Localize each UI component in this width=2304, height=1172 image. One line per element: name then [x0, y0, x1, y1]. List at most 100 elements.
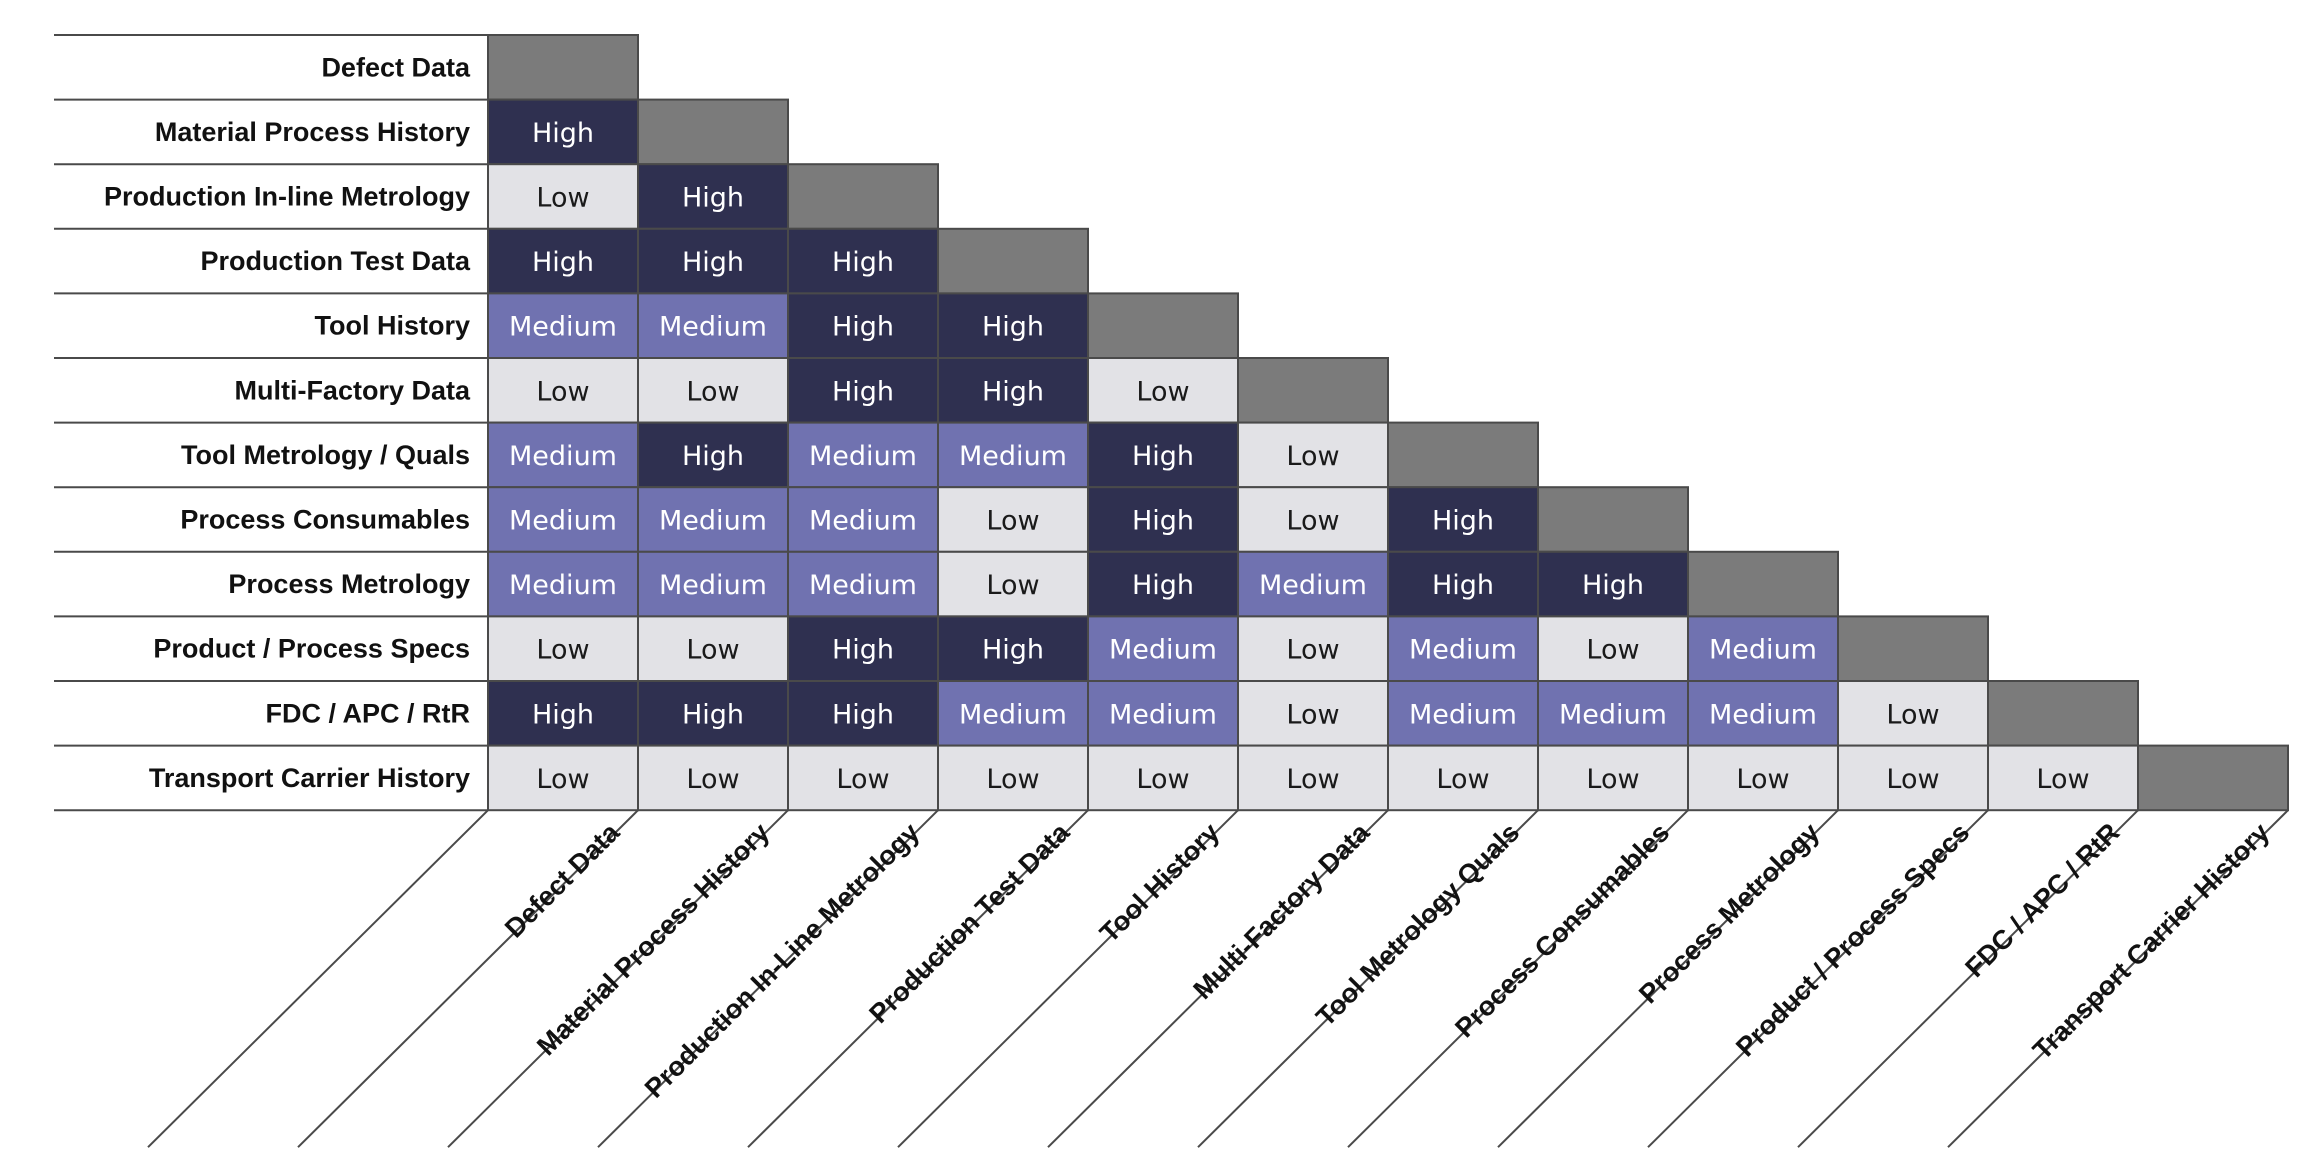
- cell-value-high: High: [682, 441, 744, 472]
- matrix-cell: [1237, 486, 1389, 553]
- cell-value-low: Low: [686, 764, 739, 795]
- matrix-cell: [787, 550, 939, 618]
- column-divider: [897, 809, 1239, 1148]
- cell-value-medium: Medium: [959, 699, 1067, 730]
- row-separator-lines: [54, 34, 489, 812]
- column-label-tool-history: Tool History: [1094, 817, 1225, 948]
- matrix-cell: [1987, 744, 2139, 812]
- matrix-cell: [487, 744, 639, 812]
- column-divider: [147, 809, 489, 1148]
- cell-value-low: Low: [986, 570, 1039, 601]
- cell-value-low: Low: [1136, 376, 1189, 407]
- column-divider: [1347, 809, 1689, 1148]
- cell-value-low: Low: [1286, 506, 1339, 537]
- row-label-defect-data: Defect Data: [321, 52, 471, 82]
- column-label-production-in-line-metrology: Production In-Line Metrology: [639, 817, 925, 1103]
- cell-value-high: High: [532, 247, 594, 278]
- matrix-cell: [1237, 744, 1389, 812]
- cell-value-low: Low: [1286, 699, 1339, 730]
- cell-value-high: High: [682, 699, 744, 730]
- diagonal-cell: [1687, 550, 1839, 618]
- matrix-cell: [787, 227, 939, 295]
- row-label-tool-metrology-quals: Tool Metrology / Quals: [181, 440, 470, 470]
- cell-value-low: Low: [2036, 764, 2089, 795]
- matrix-cell: [937, 421, 1089, 489]
- matrix-cell: [487, 615, 639, 683]
- cell-value-medium: Medium: [809, 441, 917, 472]
- cell-value-high: High: [982, 376, 1044, 407]
- column-divider: [747, 809, 1089, 1148]
- column-divider: [597, 809, 939, 1148]
- diagonal-cell: [1387, 421, 1539, 489]
- cell-value-medium: Medium: [809, 570, 917, 601]
- matrix-cell: [787, 680, 939, 747]
- matrix-cell: [937, 357, 1089, 424]
- cell-value-low: Low: [1886, 764, 1939, 795]
- cell-value-high: High: [1582, 570, 1644, 601]
- matrix-cell: [1087, 680, 1239, 747]
- cell-value-high: High: [832, 376, 894, 407]
- diagonal-cell: [1837, 615, 1989, 683]
- cell-value-high: High: [1132, 506, 1194, 537]
- cell-value-high: High: [682, 183, 744, 214]
- cell-value-high: High: [832, 635, 894, 666]
- row-label-transport-carrier-history: Transport Carrier History: [149, 763, 470, 793]
- matrix-cell: [1237, 421, 1389, 489]
- cell-value-low: Low: [686, 635, 739, 666]
- diagonal-cell: [937, 227, 1089, 295]
- matrix-cell: [637, 357, 789, 424]
- cell-value-low: Low: [1586, 764, 1639, 795]
- cell-value-high: High: [1132, 441, 1194, 472]
- column-divider: [1497, 809, 1839, 1148]
- cell-value-low: Low: [1886, 699, 1939, 730]
- cell-value-medium: Medium: [1709, 635, 1817, 666]
- diagonal-cell: [1087, 292, 1239, 359]
- cell-value-high: High: [532, 118, 594, 149]
- cell-value-low: Low: [1286, 635, 1339, 666]
- column-divider: [297, 809, 639, 1148]
- matrix-cell: [1087, 421, 1239, 489]
- cell-value-medium: Medium: [809, 506, 917, 537]
- cell-value-low: Low: [536, 764, 589, 795]
- matrix-cell: [487, 163, 639, 230]
- row-label-product-process-specs: Product / Process Specs: [153, 634, 470, 664]
- matrix-cell: [1087, 744, 1239, 812]
- cell-value-medium: Medium: [659, 506, 767, 537]
- cell-value-low: Low: [1286, 441, 1339, 472]
- column-divider: [1197, 809, 1539, 1148]
- cell-value-medium: Medium: [1409, 635, 1517, 666]
- cell-value-medium: Medium: [1259, 570, 1367, 601]
- row-label-process-metrology: Process Metrology: [228, 569, 470, 599]
- matrix-cell: [637, 680, 789, 747]
- cell-value-medium: Medium: [1109, 635, 1217, 666]
- cell-value-high: High: [832, 247, 894, 278]
- column-label-defect-data: Defect Data: [499, 817, 626, 944]
- matrix-cell: [937, 680, 1089, 747]
- matrix-cell: [1837, 680, 1989, 747]
- matrix-cell: [787, 421, 939, 489]
- cell-value-high: High: [832, 312, 894, 343]
- matrix-cell: [1237, 615, 1389, 683]
- column-label-fdc-apc-rtr: FDC / APC / RtR: [1959, 817, 2125, 983]
- cell-value-high: High: [1132, 570, 1194, 601]
- matrix-cell: [1687, 615, 1839, 683]
- row-label-multi-factory-data: Multi-Factory Data: [234, 375, 471, 405]
- cell-value-low: Low: [536, 376, 589, 407]
- matrix-cell: [487, 550, 639, 618]
- cell-value-low: Low: [1136, 764, 1189, 795]
- cell-value-high: High: [982, 312, 1044, 343]
- matrix-cell: [1687, 744, 1839, 812]
- cell-value-low: Low: [536, 183, 589, 214]
- row-label-fdc-apc-rtr: FDC / APC / RtR: [266, 698, 471, 728]
- matrix-cell: [937, 292, 1089, 359]
- column-divider: [447, 809, 789, 1148]
- diagonal-cell: [637, 98, 789, 166]
- cell-value-low: Low: [1436, 764, 1489, 795]
- cell-value-medium: Medium: [659, 312, 767, 343]
- diagonal-cell: [1237, 357, 1389, 424]
- matrix-cell: [1537, 550, 1689, 618]
- cell-value-medium: Medium: [1409, 699, 1517, 730]
- matrix-cell: [937, 744, 1089, 812]
